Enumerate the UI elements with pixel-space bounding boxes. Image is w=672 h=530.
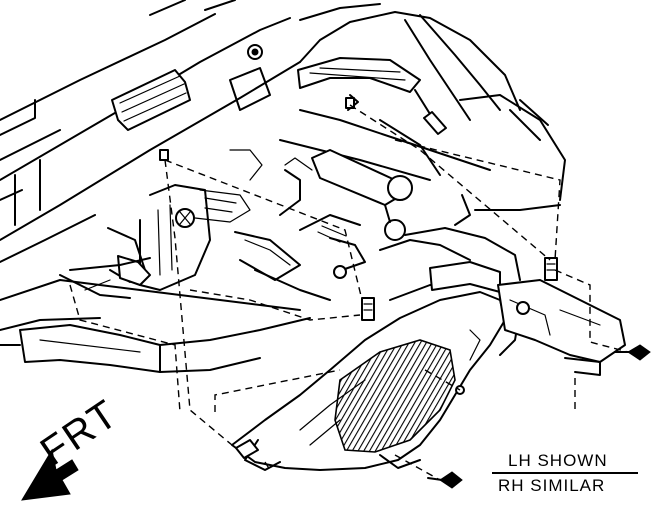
note-divider — [492, 472, 638, 474]
frame-rail — [0, 0, 301, 263]
bolt-fastener — [427, 471, 463, 489]
note-lh-shown: LH SHOWN — [508, 451, 608, 470]
suspension-assembly — [107, 149, 521, 301]
retainer-clips — [159, 97, 558, 321]
retainer-clip — [159, 149, 169, 161]
retainer-clip — [544, 257, 558, 281]
splash-shield — [231, 261, 626, 471]
wheelhouse-structure — [279, 3, 566, 226]
note-rh-similar: RH SIMILAR — [498, 476, 606, 495]
lower-frame — [0, 257, 311, 373]
leader-lines — [69, 104, 629, 481]
retainer-clip — [345, 97, 355, 109]
retainer-clip — [361, 297, 375, 321]
front-direction-arrow — [21, 448, 79, 501]
